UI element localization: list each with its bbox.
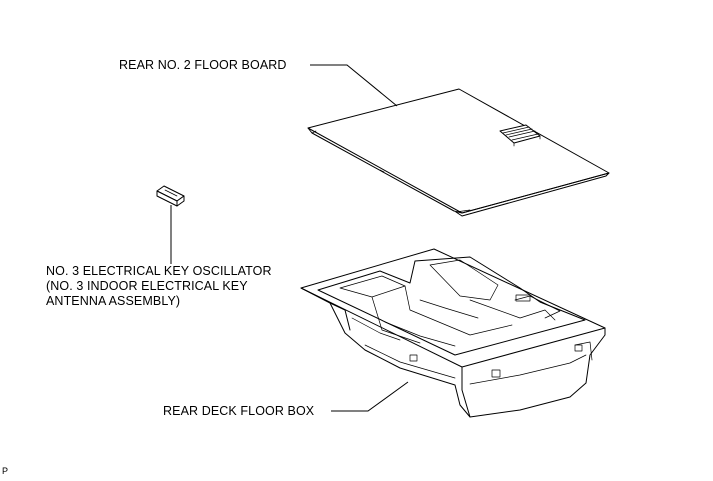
key-oscillator-label-line2: (NO. 3 INDOOR ELECTRICAL KEY [46, 279, 248, 293]
key-oscillator-label-line1: NO. 3 ELECTRICAL KEY OSCILLATOR [46, 264, 272, 278]
deck-floor-box-label: REAR DECK FLOOR BOX [163, 404, 315, 418]
footer-code: P [2, 466, 9, 476]
deck-floor-box-part [300, 248, 606, 418]
floor-board-part [307, 88, 610, 217]
key-oscillator-part [156, 185, 185, 207]
deck-box-leader [331, 381, 409, 412]
key-oscillator-label: NO. 3 ELECTRICAL KEY OSCILLATOR (NO. 3 I… [46, 264, 272, 309]
floor-board-leader [310, 64, 398, 107]
floor-board-label: REAR NO. 2 FLOOR BOARD [119, 58, 287, 72]
key-oscillator-label-line3: ANTENNA ASSEMBLY) [46, 294, 181, 308]
